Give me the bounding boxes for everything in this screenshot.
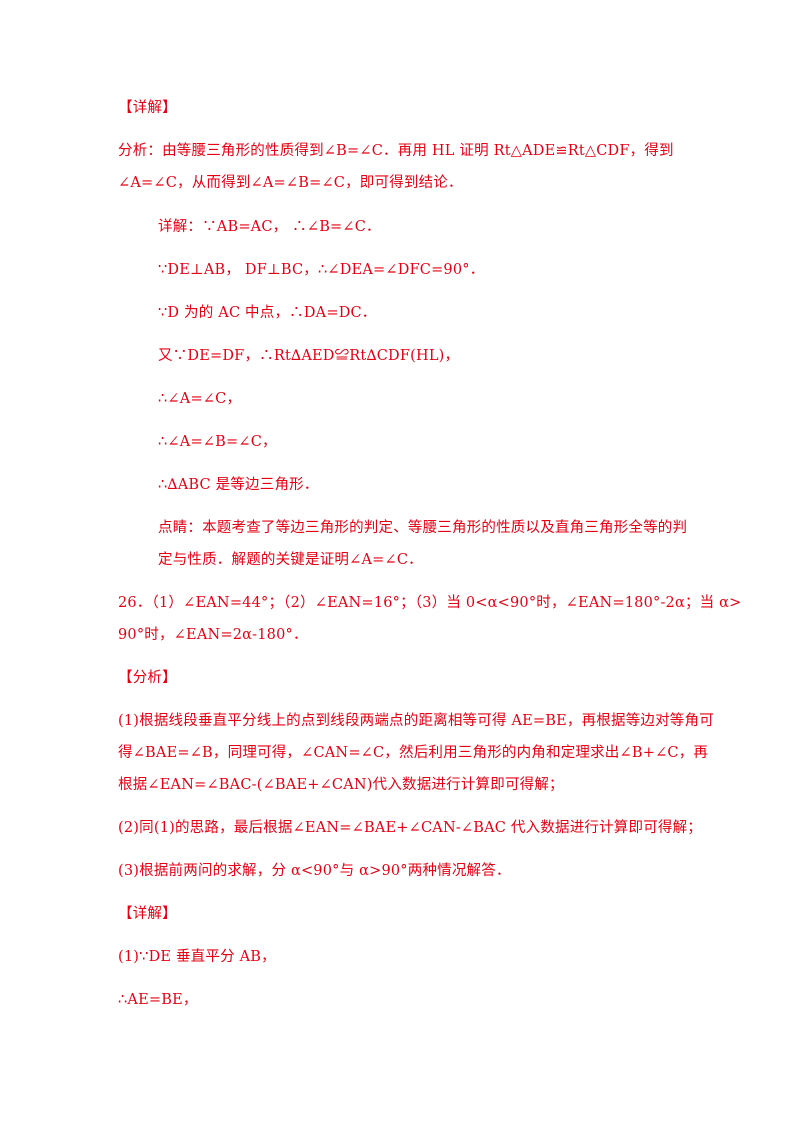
answer-26-line-2: 90°时，∠EAN=2α-180°． bbox=[118, 627, 308, 643]
heading-analysis: 【分析】 bbox=[118, 670, 177, 686]
analysis-1-line-2: 得∠BAE=∠B，同理可得，∠CAN=∠C，然后利用三角形的内角和定理求出∠B+… bbox=[118, 745, 709, 761]
analysis-3: (3)根据前两问的求解，分 α<90°与 α>90°两种情况解答． bbox=[118, 863, 511, 879]
comment-line-2: 定与性质．解题的关键是证明∠A=∠C． bbox=[158, 552, 423, 568]
comment-line-1: 点睛：本题考查了等边三角形的判定、等腰三角形的性质以及直角三角形全等的判 bbox=[158, 520, 688, 536]
solution-line-1: 详解：∵AB=AC， ∴∠B=∠C． bbox=[158, 219, 381, 235]
solution-line-4: 又∵DE=DF，∴Rt∆AED≌Rt∆CDF(HL)， bbox=[158, 348, 460, 364]
analysis-line-1: 分析：由等腰三角形的性质得到∠B=∠C．再用 HL 证明 Rt△ADE≌Rt△C… bbox=[118, 143, 674, 159]
heading-detail: 【详解】 bbox=[118, 100, 177, 116]
solution-line-3: ∵D 为的 AC 中点，∴DA=DC． bbox=[158, 305, 377, 321]
analysis-1-line-3: 根据∠EAN=∠BAC-(∠BAE+∠CAN)代入数据进行计算即可得解； bbox=[118, 777, 564, 793]
solution-line-7: ∴∆ABC 是等边三角形． bbox=[158, 477, 319, 493]
heading-detail-2: 【详解】 bbox=[118, 906, 177, 922]
detail-line-1: (1)∵DE 垂直平分 AB， bbox=[118, 949, 276, 965]
solution-line-2: ∵DE⊥AB， DF⊥BC，∴∠DEA=∠DFC=90°． bbox=[158, 262, 485, 278]
solution-line-5: ∴∠A=∠C， bbox=[158, 391, 242, 407]
analysis-2: (2)同(1)的思路，最后根据∠EAN=∠BAE+∠CAN-∠BAC 代入数据进… bbox=[118, 820, 703, 836]
solution-line-6: ∴∠A=∠B=∠C， bbox=[158, 434, 277, 450]
answer-26-line-1: 26．（1）∠EAN=44°；（2）∠EAN=16°；（3）当 0<α<90°时… bbox=[118, 595, 742, 611]
detail-line-2: ∴AE=BE， bbox=[118, 992, 198, 1008]
analysis-1-line-1: (1)根据线段垂直平分线上的点到线段两端点的距离相等可得 AE=BE，再根据等边… bbox=[118, 713, 714, 729]
analysis-line-2: ∠A=∠C，从而得到∠A=∠B=∠C，即可得到结论． bbox=[118, 175, 463, 191]
